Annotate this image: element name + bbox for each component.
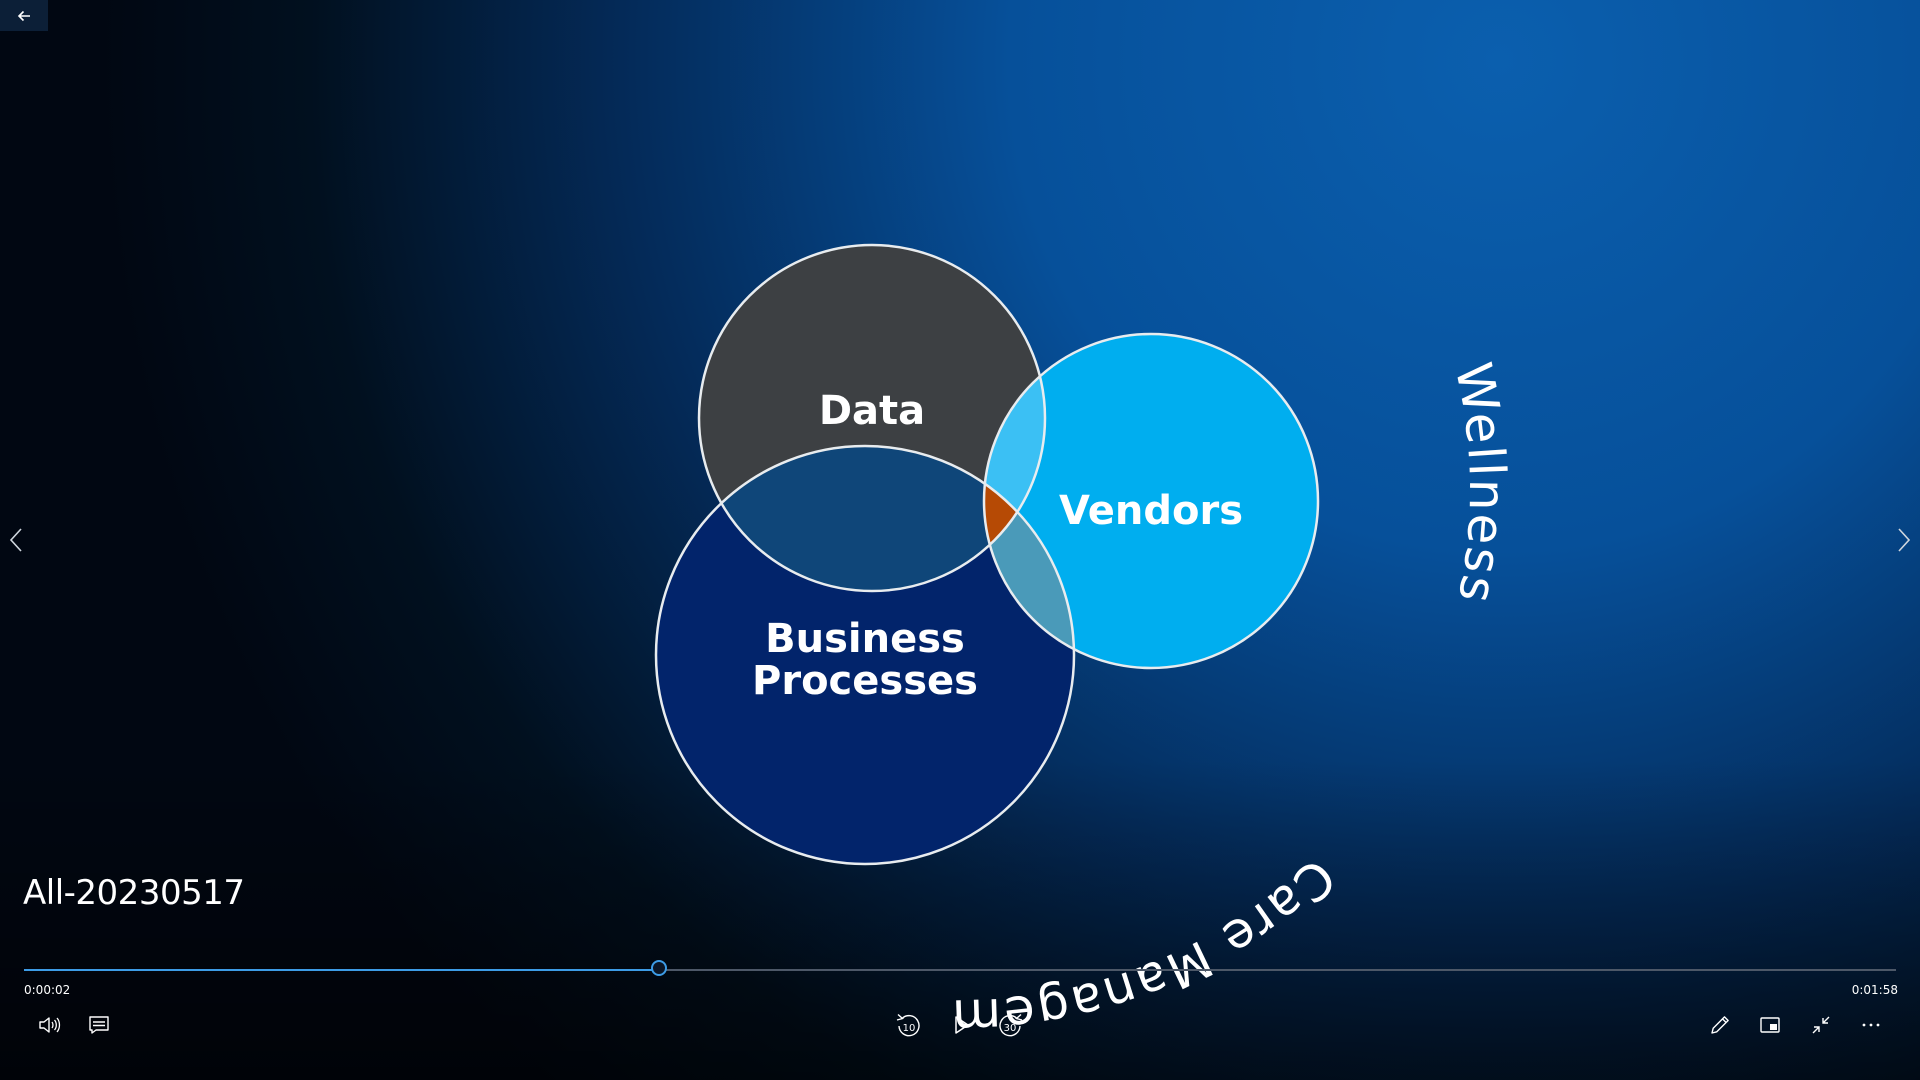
svg-text:30: 30 [1004, 1023, 1017, 1034]
skip-forward-button[interactable]: 30 [992, 1007, 1028, 1043]
video-title: All-20230517 [23, 873, 245, 913]
back-arrow-icon [16, 8, 32, 24]
rewind-10-icon: 10 [894, 1010, 924, 1040]
more-icon [1859, 1013, 1883, 1037]
forward-30-icon: 30 [995, 1010, 1025, 1040]
seek-bar-thumb[interactable] [650, 960, 667, 976]
exit-fullscreen-button[interactable] [1803, 1007, 1839, 1043]
chevron-right-icon [1897, 527, 1911, 553]
rewind-button[interactable]: 10 [891, 1007, 927, 1043]
play-button[interactable] [943, 1007, 979, 1043]
miniplayer-icon [1758, 1013, 1782, 1037]
svg-text:10: 10 [903, 1023, 916, 1034]
next-button[interactable] [1890, 520, 1918, 560]
venn-label-vendors: Vendors [1059, 488, 1243, 534]
previous-button[interactable] [2, 520, 30, 560]
pencil-icon [1708, 1013, 1732, 1037]
edit-button[interactable] [1702, 1007, 1738, 1043]
captions-icon [87, 1013, 111, 1037]
time-total: 0:01:58 [1851, 983, 1898, 997]
seek-bar[interactable] [24, 969, 1896, 971]
captions-button[interactable] [81, 1007, 117, 1043]
exit-fullscreen-icon [1809, 1013, 1833, 1037]
volume-icon [37, 1013, 61, 1037]
seek-bar-progress [24, 969, 659, 971]
venn-circle-vendors [984, 334, 1318, 668]
time-elapsed: 0:00:02 [24, 983, 71, 997]
more-options-button[interactable] [1853, 1007, 1889, 1043]
back-button[interactable] [0, 0, 48, 31]
volume-button[interactable] [31, 1007, 67, 1043]
play-icon [949, 1013, 973, 1037]
chevron-left-icon [9, 527, 23, 553]
miniplayer-button[interactable] [1752, 1007, 1788, 1043]
venn-label-data: Data [819, 388, 925, 434]
